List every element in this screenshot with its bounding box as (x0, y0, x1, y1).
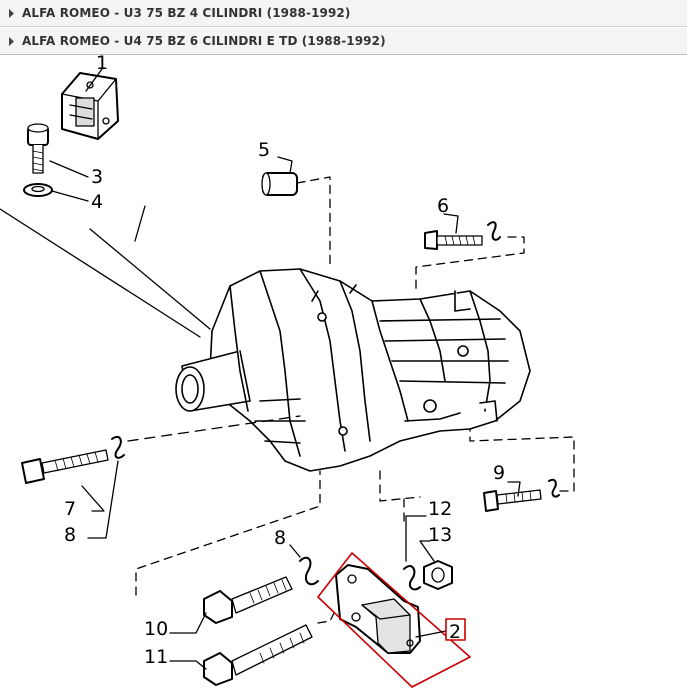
triangle-right-icon (9, 8, 14, 18)
part-8-washer[interactable] (299, 556, 319, 586)
callout-5: 5 (258, 139, 270, 161)
callout-2: 2 (449, 621, 461, 643)
gearbox-housing (175, 268, 531, 472)
highlight-outline (317, 552, 471, 688)
leader-line (81, 460, 119, 539)
dashed-leader (127, 415, 301, 442)
highlight-callout-box (445, 618, 466, 641)
part-9-bolt[interactable] (483, 489, 542, 512)
part-1-mount[interactable] (61, 72, 119, 140)
breadcrumb-row-u3[interactable]: ALFA ROMEO - U3 75 BZ 4 CILINDRI (1988-1… (0, 0, 687, 27)
dashed-leader (415, 236, 525, 292)
callout-8a: 8 (64, 524, 76, 546)
dashed-leader (469, 428, 575, 492)
dashed-leader (379, 470, 421, 522)
leader-line (415, 630, 447, 638)
leader-line (443, 213, 459, 234)
callout-3: 3 (91, 166, 103, 188)
triangle-right-icon (9, 36, 14, 46)
callout-1: 1 (96, 55, 108, 74)
part-10-bolt[interactable] (203, 576, 293, 624)
leader-line (507, 481, 521, 497)
leader-line (85, 68, 103, 92)
callout-9: 9 (493, 462, 505, 484)
breadcrumb-label: ALFA ROMEO - U4 75 BZ 6 CILINDRI E TD (1… (22, 34, 386, 48)
part-7-bolt[interactable] (21, 449, 109, 484)
dashed-leader (135, 470, 335, 624)
diagram-canvas: 1 2 3 4 5 6 7 8 8 9 10 11 12 13 (0, 52, 575, 688)
callout-10: 10 (144, 618, 168, 640)
callout-4: 4 (91, 191, 103, 213)
part-3-bolt[interactable] (27, 123, 49, 174)
callout-11: 11 (144, 646, 168, 668)
part-12-washer[interactable] (403, 565, 421, 591)
exploded-parts-diagram: 1 2 3 4 5 6 7 8 8 9 10 11 12 13 (0, 52, 687, 688)
part-9-washer[interactable] (548, 478, 560, 498)
part-8-washer[interactable] (111, 435, 125, 459)
dashed-leader (296, 176, 331, 270)
part-6-bolt[interactable] (424, 230, 483, 250)
callout-12: 12 (428, 498, 452, 520)
breadcrumb-row-u4[interactable]: ALFA ROMEO - U4 75 BZ 6 CILINDRI E TD (1… (0, 28, 687, 55)
callout-7: 7 (64, 498, 76, 520)
part-2-bracket[interactable] (335, 564, 421, 654)
part-13-nut[interactable] (423, 560, 453, 590)
leader-line (277, 156, 293, 174)
leader-line (169, 544, 301, 670)
breadcrumb-label: ALFA ROMEO - U3 75 BZ 4 CILINDRI (1988-1… (22, 6, 351, 20)
callout-6: 6 (437, 195, 449, 217)
leader-line (405, 515, 435, 562)
part-5-bushing[interactable] (261, 172, 298, 196)
leader-line (0, 205, 211, 338)
part-6-washer[interactable] (487, 221, 501, 241)
part-11-bolt[interactable] (203, 624, 313, 686)
part-4-washer[interactable] (23, 183, 53, 197)
callout-8b: 8 (274, 527, 286, 549)
callout-13: 13 (428, 524, 452, 546)
leader-line (49, 160, 89, 202)
